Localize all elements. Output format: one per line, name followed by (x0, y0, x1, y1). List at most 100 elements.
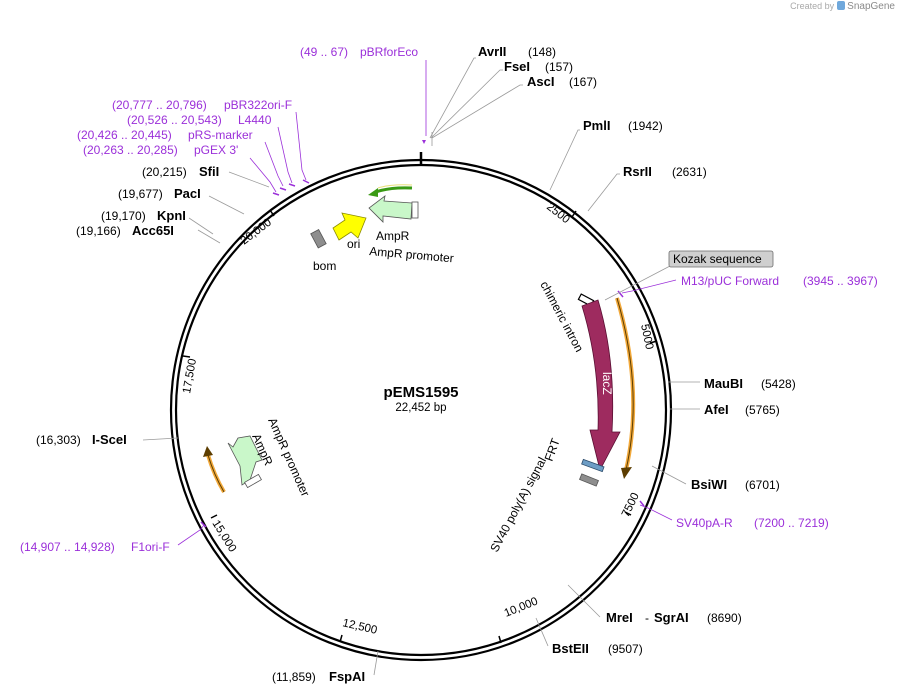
feature-ampr-top[interactable]: AmpR (368, 195, 413, 243)
primer-mark-m13 (617, 290, 624, 298)
site-name-sfii: SfiI (199, 164, 219, 179)
feature-kozak[interactable]: Kozak sequence (604, 250, 774, 301)
site-pos-i-scei: (16,303) (36, 433, 81, 447)
site-name-sgrai: SgrAI (654, 610, 689, 625)
ampr-promoter-top-box (411, 201, 419, 219)
kozak-lead (604, 265, 671, 301)
site-avrii[interactable]: AvrII (148) (478, 44, 556, 59)
orange-orf-right-head (621, 467, 632, 479)
site-pos-rsrii: (2631) (672, 165, 707, 179)
feature-ampr-left[interactable]: AmpR (227, 432, 276, 486)
site-bsiwi[interactable]: BsiWI (6701) (691, 477, 780, 492)
f1ori-left-head (203, 446, 213, 457)
site-name-fsei: FseI (504, 59, 530, 74)
site-maubi[interactable]: MauBI (5428) (704, 376, 796, 391)
site-pos-pmli: (1942) (628, 119, 663, 133)
feature-f1ori-left[interactable] (206, 454, 226, 494)
primer-prs-marker[interactable]: (20,426 .. 20,445) pRS-marker (77, 128, 253, 142)
primer-m13-puc-forward[interactable]: M13/pUC Forward (3945 .. 3967) (681, 274, 878, 288)
tick-label-2500: 2500 (544, 201, 572, 226)
site-name-kpni: KpnI (157, 208, 186, 223)
feature-sv40-polya[interactable]: SV40 poly(A) signal (487, 455, 599, 555)
ampr-top-label: AmpR (376, 229, 410, 243)
feature-bom[interactable]: bom (310, 229, 337, 273)
tick-marks: 2500 5000 7500 10,000 12,500 15,000 17,5… (181, 201, 658, 644)
site-pos-bsteii: (9507) (608, 642, 643, 656)
feature-lacz[interactable]: lacZ (581, 299, 621, 472)
bom-box (310, 229, 327, 249)
primer-pgex-3[interactable]: (20,263 .. 20,285) pGEX 3' (83, 143, 238, 157)
tick-2500 (571, 210, 577, 218)
site-afei[interactable]: AfeI (5765) (704, 402, 780, 417)
site-pos-kpni: (19,170) (101, 209, 146, 223)
site-i-scei[interactable]: (16,303) I-SceI (36, 432, 127, 447)
feature-ori[interactable]: ori (332, 212, 367, 251)
credit-brand: SnapGene (847, 1, 895, 12)
primer-name-l4440: L4440 (238, 113, 272, 127)
plasmid-length: 22,452 bp (395, 402, 446, 414)
sv40-polya-box (579, 473, 599, 487)
bom-label: bom (313, 259, 336, 273)
site-rsrii[interactable]: RsrII (2631) (623, 164, 707, 179)
site-paci[interactable]: (19,677) PacI (118, 186, 201, 201)
chimeric-intron-label: chimeric intron (537, 279, 586, 354)
site-mrei-sgrai[interactable]: MreI - SgrAI (8690) (606, 610, 742, 625)
primer-pos-f1ori-f: (14,907 .. 14,928) (20, 540, 115, 554)
site-pos-bsiwi: (6701) (745, 478, 780, 492)
primer-name-f1ori-f: F1ori-F (131, 540, 170, 554)
primer-name-sv40pa-r: SV40pA-R (676, 516, 733, 530)
green-orf-top-head (368, 188, 378, 197)
tick-label-5000: 5000 (638, 323, 655, 351)
kozak-box (668, 250, 774, 268)
ori-label: ori (347, 237, 360, 251)
site-kpni[interactable]: (19,170) KpnI (101, 208, 186, 223)
site-leads (142, 57, 700, 676)
site-acc65i[interactable]: (19,166) Acc65I (76, 223, 174, 238)
site-pos-maubi: (5428) (761, 377, 796, 391)
site-pos-paci: (19,677) (118, 187, 163, 201)
tick-label-10000: 10,000 (503, 595, 540, 619)
primer-leads (177, 60, 677, 546)
primer-mark-pbrforeco (422, 140, 426, 144)
primer-markers (200, 140, 645, 528)
lacz-label: lacZ (600, 372, 614, 395)
primer-name-prs-marker: pRS-marker (188, 128, 253, 142)
ori-arrow (332, 212, 367, 241)
plasmid-name: pEMS1595 (383, 384, 458, 401)
site-pmli[interactable]: PmlI (1942) (583, 118, 663, 133)
primer-sv40pa-r[interactable]: SV40pA-R (7200 .. 7219) (676, 516, 829, 530)
ampr-promoter-top-label: AmpR promoter (369, 244, 455, 265)
ampr-top-arrow (368, 195, 413, 223)
primer-pos-l4440: (20,526 .. 20,543) (127, 113, 222, 127)
primer-name-m13-puc-forward: M13/pUC Forward (681, 274, 779, 288)
site-pos-fspai: (11,859) (272, 670, 316, 684)
credit-prefix: Created by (790, 1, 835, 11)
primer-pbr322ori-f[interactable]: (20,777 .. 20,796) pBR322ori-F (112, 98, 292, 112)
lacz-arrow (581, 299, 621, 472)
primer-pos-pgex-3: (20,263 .. 20,285) (83, 143, 178, 157)
site-sfii[interactable]: (20,215) SfiI (142, 164, 219, 179)
primer-pos-m13-puc-forward: (3945 .. 3967) (803, 274, 878, 288)
site-name-pmli: PmlI (583, 118, 610, 133)
feature-green-orf-top[interactable] (375, 186, 413, 194)
primer-pbrforeco[interactable]: (49 .. 67) pBRforEco (300, 45, 418, 59)
frt-box (581, 458, 605, 473)
primer-l4440[interactable]: (20,526 .. 20,543) L4440 (127, 113, 272, 127)
primer-mark-f1ori (200, 521, 207, 528)
site-dash: - (645, 611, 649, 625)
site-bsteii[interactable]: BstEII (9507) (552, 641, 643, 656)
site-name-afei: AfeI (704, 402, 729, 417)
sv40-polya-label: SV40 poly(A) signal (487, 455, 549, 555)
primer-f1ori-f[interactable]: (14,907 .. 14,928) F1ori-F (20, 540, 170, 554)
tick-label-12500: 12,500 (341, 617, 378, 637)
site-name-i-scei: I-SceI (92, 432, 127, 447)
tick-label-7500: 7500 (620, 491, 642, 519)
site-name-paci: PacI (174, 186, 201, 201)
site-fspai[interactable]: (11,859) FspAI (272, 669, 365, 684)
primer-mark-sv40pa (639, 500, 645, 507)
site-fsei[interactable]: FseI (157) (504, 59, 573, 74)
site-name-bsiwi: BsiWI (691, 477, 727, 492)
site-asci[interactable]: AscI (167) (527, 74, 597, 89)
restriction-sites: AvrII (148) FseI (157) AscI (167) PmlI (… (36, 44, 796, 684)
